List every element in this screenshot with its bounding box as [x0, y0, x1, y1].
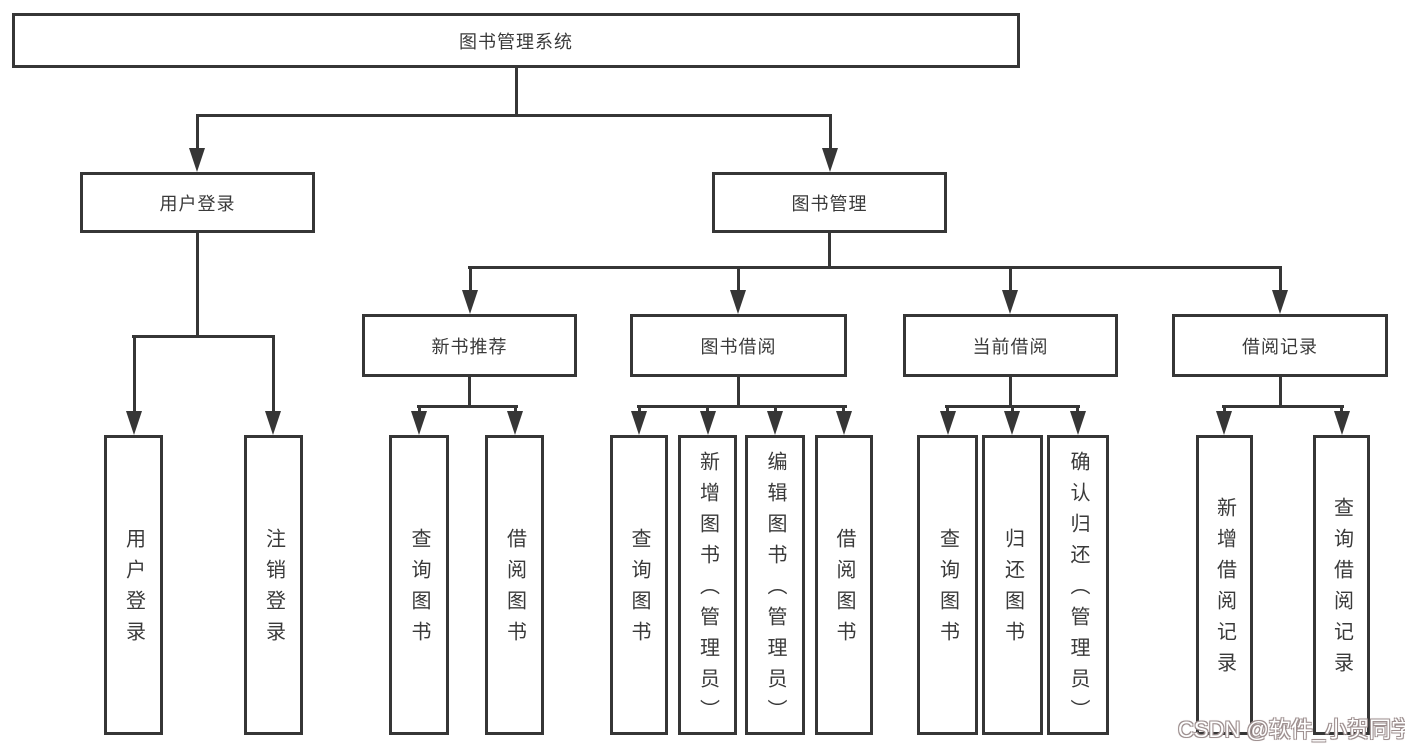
- leaf-newbook-query-books-label: 查询图书: [408, 528, 430, 652]
- leaf-borrow-add-books-admin: 新增图书（管理员）: [678, 435, 737, 735]
- arrow-down-icon: [189, 148, 205, 172]
- arrow-down-icon: [1272, 290, 1288, 314]
- node-borrow-records: 借阅记录: [1172, 314, 1388, 377]
- connector-records-hbar: [1222, 405, 1344, 408]
- watermark: CSDN @软件_小贺同学: [1178, 717, 1405, 742]
- arrow-down-icon: [411, 411, 427, 435]
- leaf-current-return-books-label: 归还图书: [1001, 528, 1024, 652]
- arrow-down-icon: [126, 411, 142, 435]
- arrow-down-icon: [1070, 411, 1086, 435]
- arrow-down-icon: [462, 290, 478, 314]
- node-current-borrow: 当前借阅: [903, 314, 1118, 377]
- leaf-newbook-query-books: 查询图书: [389, 435, 449, 735]
- arrow-down-icon: [836, 411, 852, 435]
- leaf-current-confirm-return-admin-label: 确认归还（管理员）: [1067, 450, 1089, 730]
- arrow-down-icon: [631, 411, 647, 435]
- connector-current-stem: [1009, 377, 1012, 408]
- connector-current-leaf3-drop: [1076, 405, 1079, 415]
- node-new-book-recommend: 新书推荐: [362, 314, 577, 377]
- connector-newbook-leaf2-drop: [514, 405, 517, 415]
- leaf-logout-label: 注销登录: [262, 528, 285, 652]
- connector-login-stem: [196, 233, 199, 337]
- leaf-user-login-label: 用户登录: [122, 528, 145, 652]
- node-current-borrow-label: 当前借阅: [972, 336, 1049, 357]
- node-book-borrow: 图书借阅: [630, 314, 847, 377]
- connector-borrow-leaf1-drop: [638, 405, 641, 415]
- node-root-system: 图书管理系统: [12, 13, 1020, 68]
- leaf-user-login: 用户登录: [104, 435, 163, 735]
- leaf-newbook-borrow-books: 借阅图书: [485, 435, 544, 735]
- connector-newbook-stem: [468, 377, 471, 408]
- connector-records-leaf2-drop: [1340, 405, 1343, 415]
- arrow-down-icon: [700, 411, 716, 435]
- arrow-down-icon: [940, 411, 956, 435]
- leaf-logout: 注销登录: [244, 435, 303, 735]
- connector-root-stem: [515, 68, 518, 116]
- node-book-management-label: 图书管理: [791, 193, 868, 214]
- connector-borrow-leaf2-drop: [706, 405, 709, 415]
- leaf-borrow-query-books-label: 查询图书: [628, 528, 650, 652]
- connector-borrow-drop: [737, 266, 740, 294]
- leaf-current-query-books-label: 查询图书: [936, 528, 959, 652]
- leaf-records-query-record-label: 查询借阅记录: [1330, 497, 1353, 683]
- connector-borrow-stem: [737, 377, 740, 408]
- connector-current-leaf2-drop: [1011, 405, 1014, 415]
- leaf-records-add-record-label: 新增借阅记录: [1213, 497, 1236, 683]
- arrow-down-icon: [730, 290, 746, 314]
- connector-records-drop: [1279, 266, 1282, 294]
- connector-login-leaf1-drop: [133, 335, 136, 415]
- leaf-borrow-borrow-books: 借阅图书: [815, 435, 873, 735]
- node-user-login-label: 用户登录: [159, 193, 236, 214]
- connector-root-hbar: [196, 114, 832, 117]
- leaf-borrow-edit-books-admin: 编辑图书（管理员）: [745, 435, 805, 735]
- connector-mgmt-hbar: [468, 266, 1282, 269]
- leaf-current-confirm-return-admin: 确认归还（管理员）: [1047, 435, 1109, 735]
- leaf-current-return-books: 归还图书: [982, 435, 1043, 735]
- connector-login-drop: [196, 114, 199, 150]
- leaf-newbook-borrow-books-label: 借阅图书: [503, 528, 526, 652]
- arrow-down-icon: [767, 411, 783, 435]
- leaf-borrow-add-books-admin-label: 新增图书（管理员）: [696, 450, 719, 730]
- connector-login-leaf2-drop: [272, 335, 275, 415]
- connector-newbook-leaf1-drop: [418, 405, 421, 415]
- arrow-down-icon: [822, 148, 838, 172]
- connector-borrow-hbar: [637, 405, 847, 408]
- node-book-management: 图书管理: [712, 172, 947, 233]
- connector-records-leaf1-drop: [1223, 405, 1226, 415]
- leaf-current-query-books: 查询图书: [917, 435, 978, 735]
- leaf-records-add-record: 新增借阅记录: [1196, 435, 1253, 735]
- node-borrow-records-label: 借阅记录: [1242, 336, 1318, 357]
- arrow-down-icon: [1004, 411, 1020, 435]
- arrow-down-icon: [1334, 411, 1350, 435]
- leaf-borrow-query-books: 查询图书: [610, 435, 668, 735]
- node-user-login: 用户登录: [80, 172, 315, 233]
- leaf-borrow-edit-books-admin-label: 编辑图书（管理员）: [764, 450, 786, 730]
- connector-login-hbar: [132, 335, 275, 338]
- node-book-borrow-label: 图书借阅: [700, 336, 777, 357]
- arrow-down-icon: [1216, 411, 1232, 435]
- leaf-borrow-borrow-books-label: 借阅图书: [833, 528, 855, 652]
- connector-records-stem: [1279, 377, 1282, 408]
- node-new-book-recommend-label: 新书推荐: [431, 336, 508, 357]
- arrow-down-icon: [507, 411, 523, 435]
- connector-mgmt-stem: [828, 233, 831, 269]
- connector-mgmt-drop: [829, 114, 832, 150]
- connector-newbook-hbar: [417, 405, 518, 408]
- leaf-records-query-record: 查询借阅记录: [1313, 435, 1370, 735]
- node-root-label: 图书管理系统: [459, 31, 573, 52]
- connector-borrow-leaf4-drop: [842, 405, 845, 415]
- connector-current-leaf1-drop: [946, 405, 949, 415]
- connector-current-drop: [1009, 266, 1012, 294]
- connector-borrow-leaf3-drop: [774, 405, 777, 415]
- arrow-down-icon: [265, 411, 281, 435]
- connector-newbook-drop: [469, 266, 472, 294]
- arrow-down-icon: [1002, 290, 1018, 314]
